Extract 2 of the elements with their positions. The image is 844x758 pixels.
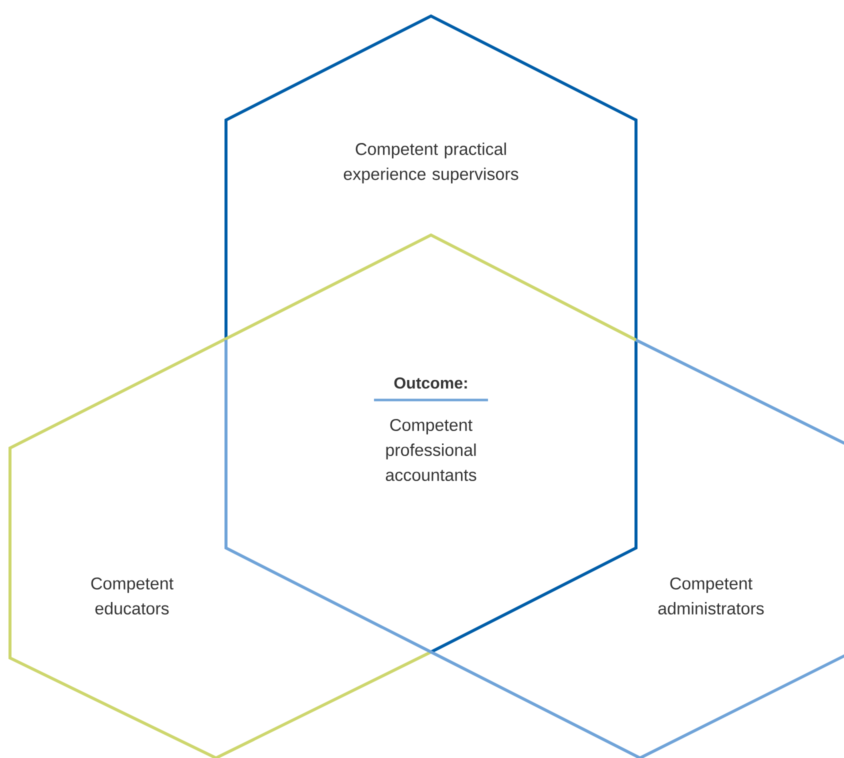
outcome-text: Competent professional accountants xyxy=(386,418,476,482)
heading: Outcome: xyxy=(394,377,467,389)
